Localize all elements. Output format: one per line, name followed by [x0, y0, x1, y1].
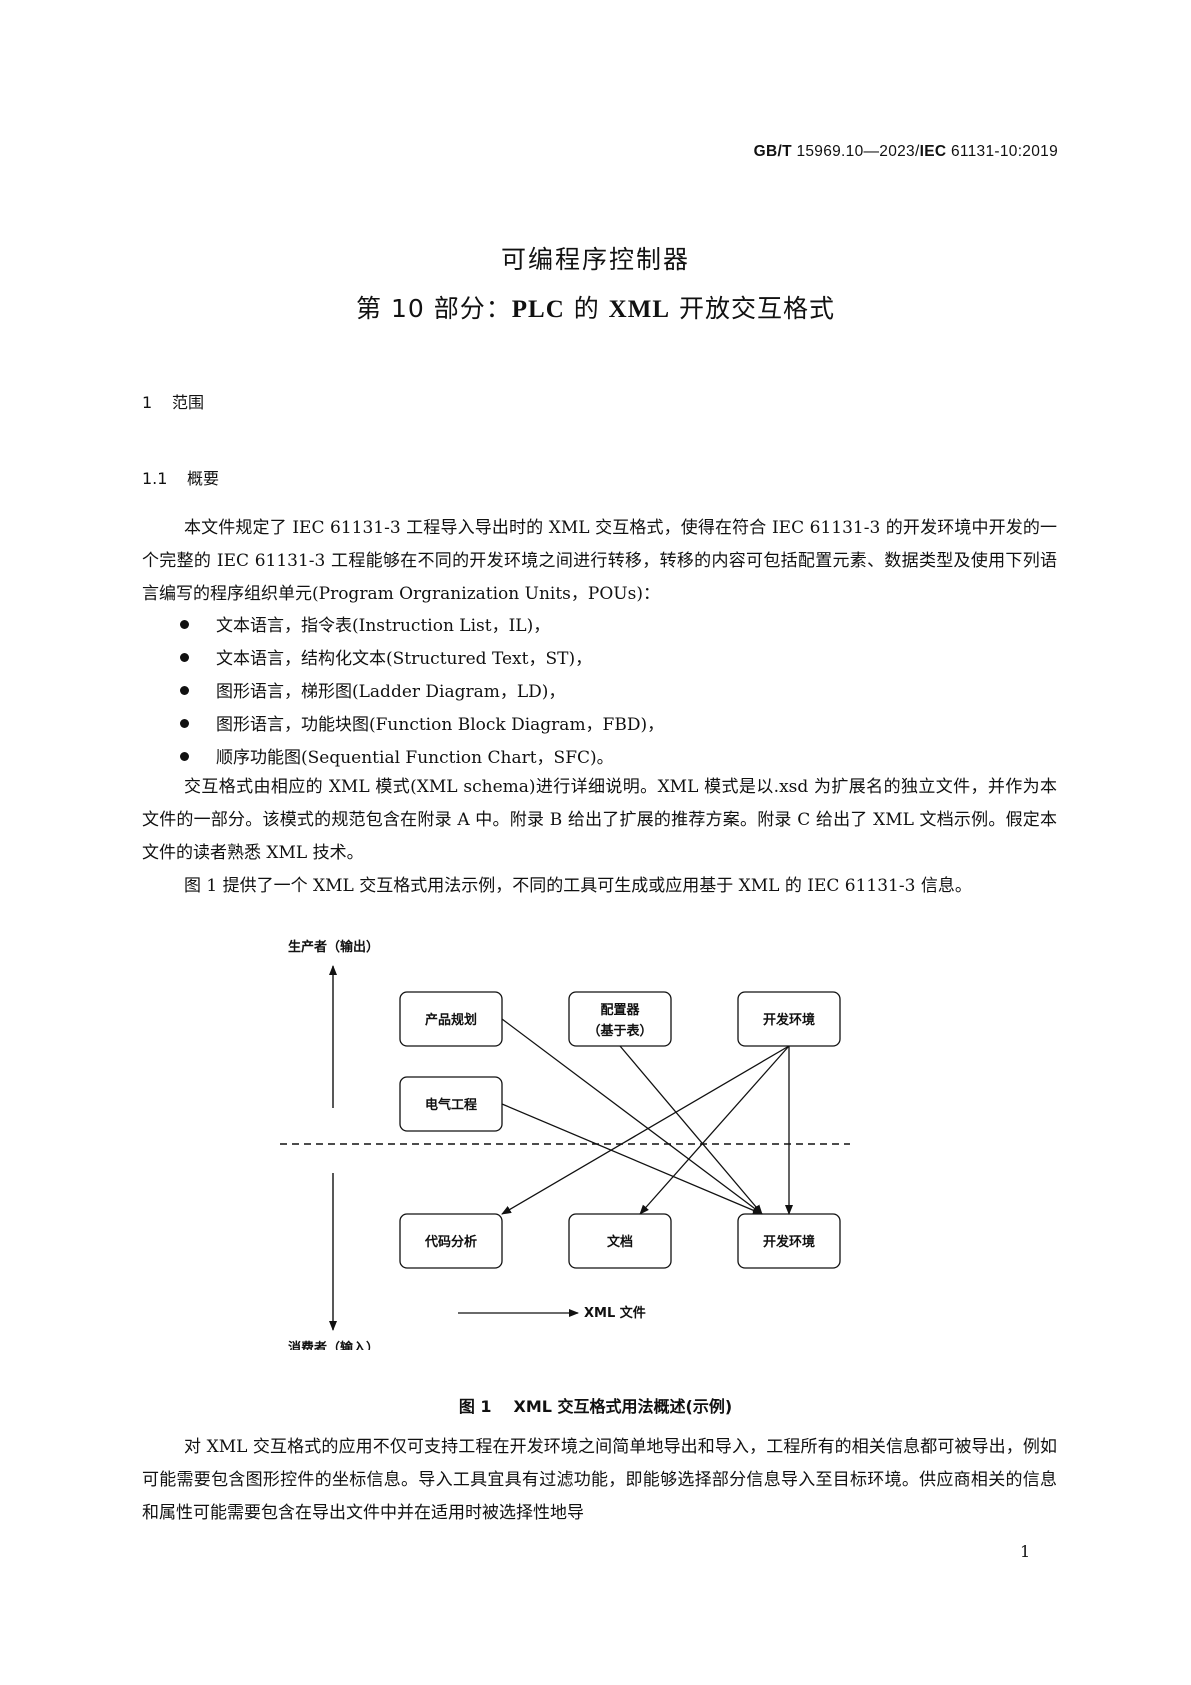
- paragraph-usage: 对 XML 交互格式的应用不仅可支持工程在开发环境之间简单地导出和导入，工程所有…: [142, 1437, 1057, 1523]
- bullet-icon: [180, 752, 189, 761]
- standard-suffix: 61131-10:2019: [946, 143, 1058, 160]
- box-product-planning: 产品规划: [399, 991, 503, 1047]
- svg-text:电气工程: 电气工程: [425, 1097, 477, 1113]
- section-heading-1-1: 1.1 概要: [142, 465, 219, 489]
- legend-label: XML 文件: [584, 1305, 646, 1321]
- consumer-label: 消费者（输入）: [288, 1340, 379, 1350]
- bullet-icon: [180, 686, 189, 695]
- box-electrical: 电气工程: [399, 1076, 503, 1132]
- figure-caption: 图 1 XML 交互格式用法概述(示例): [0, 1393, 1191, 1417]
- document-title-line2: 第 10 部分：PLC 的 XML 开放交互格式: [0, 289, 1191, 325]
- standard-iec: IEC: [919, 143, 947, 160]
- standard-number: GB/T 15969.10—2023/IEC 61131-10:2019: [754, 143, 1058, 161]
- figure-number: 图 1: [458, 1397, 492, 1416]
- document-title-line1: 可编程序控制器: [500, 245, 690, 274]
- list-item: 文本语言，结构化文本(Structured Text，ST)，: [180, 644, 592, 669]
- producer-label: 生产者（输出）: [288, 939, 379, 955]
- bullet-icon: [180, 653, 189, 662]
- title-part1: 第 10 部分：: [356, 294, 512, 323]
- title-xml: XML: [608, 296, 670, 323]
- arrow-configurator-to-devenv: [619, 1045, 763, 1215]
- box-configurator: 配置器 （基于表）: [568, 991, 672, 1047]
- standard-mid: 15969.10—2023/: [791, 143, 920, 160]
- box-dev-env-bottom: 开发环境: [737, 1213, 841, 1269]
- svg-text:开发环境: 开发环境: [763, 1012, 815, 1028]
- title-part3: 开放交互格式: [670, 294, 835, 323]
- svg-text:文档: 文档: [607, 1234, 633, 1250]
- arrow-planning-to-devenv: [501, 1018, 763, 1215]
- list-item: 文本语言，指令表(Instruction List，IL)，: [180, 611, 550, 636]
- page-number: 1: [1020, 1542, 1031, 1561]
- subsection-number: 1.1: [142, 469, 168, 488]
- box-documents: 文档: [568, 1213, 672, 1269]
- arrow-devenv-to-codeanalysis: [501, 1045, 790, 1215]
- svg-text:配置器: 配置器: [600, 1003, 640, 1018]
- svg-text:产品规划: 产品规划: [425, 1012, 477, 1028]
- box-dev-env-top: 开发环境: [737, 991, 841, 1047]
- paragraph-figure-intro: 图 1 提供了一个 XML 交互格式用法示例，不同的工具可生成或应用基于 XML…: [184, 876, 972, 896]
- bullet-icon: [180, 719, 189, 728]
- section-heading-1: 1 范围: [142, 389, 204, 413]
- svg-text:（基于表）: （基于表）: [587, 1023, 652, 1039]
- section-title: 范围: [172, 393, 205, 412]
- paragraph-scope: 本文件规定了 IEC 61131-3 工程导入导出时的 XML 交互格式，使得在…: [142, 518, 1057, 604]
- arrow-devenv-to-documents: [639, 1045, 790, 1215]
- figure-caption-text: XML 交互格式用法概述(示例): [513, 1397, 733, 1416]
- section-number: 1: [142, 393, 153, 412]
- list-item: 顺序功能图(Sequential Function Chart，SFC)。: [180, 743, 614, 768]
- box-code-analysis: 代码分析: [399, 1213, 503, 1269]
- title-plc: PLC: [511, 296, 565, 323]
- bullet-icon: [180, 620, 189, 629]
- usage-diagram: 生产者（输出） 消费者（输入） 产品规划 配置器 （基于表） 开发环境 电气工程…: [280, 939, 850, 1350]
- standard-prefix: GB/T: [753, 143, 792, 160]
- list-item: 图形语言，功能块图(Function Block Diagram，FBD)，: [180, 710, 664, 735]
- title-part2: 的: [564, 294, 609, 323]
- subsection-title: 概要: [187, 469, 220, 488]
- list-item: 图形语言，梯形图(Ladder Diagram，LD)，: [180, 677, 565, 702]
- paragraph-schema: 交互格式由相应的 XML 模式(XML schema)进行详细说明。XML 模式…: [142, 777, 1057, 863]
- svg-text:代码分析: 代码分析: [424, 1234, 477, 1250]
- svg-text:开发环境: 开发环境: [763, 1234, 815, 1250]
- arrow-electrical-to-devenv: [501, 1103, 763, 1215]
